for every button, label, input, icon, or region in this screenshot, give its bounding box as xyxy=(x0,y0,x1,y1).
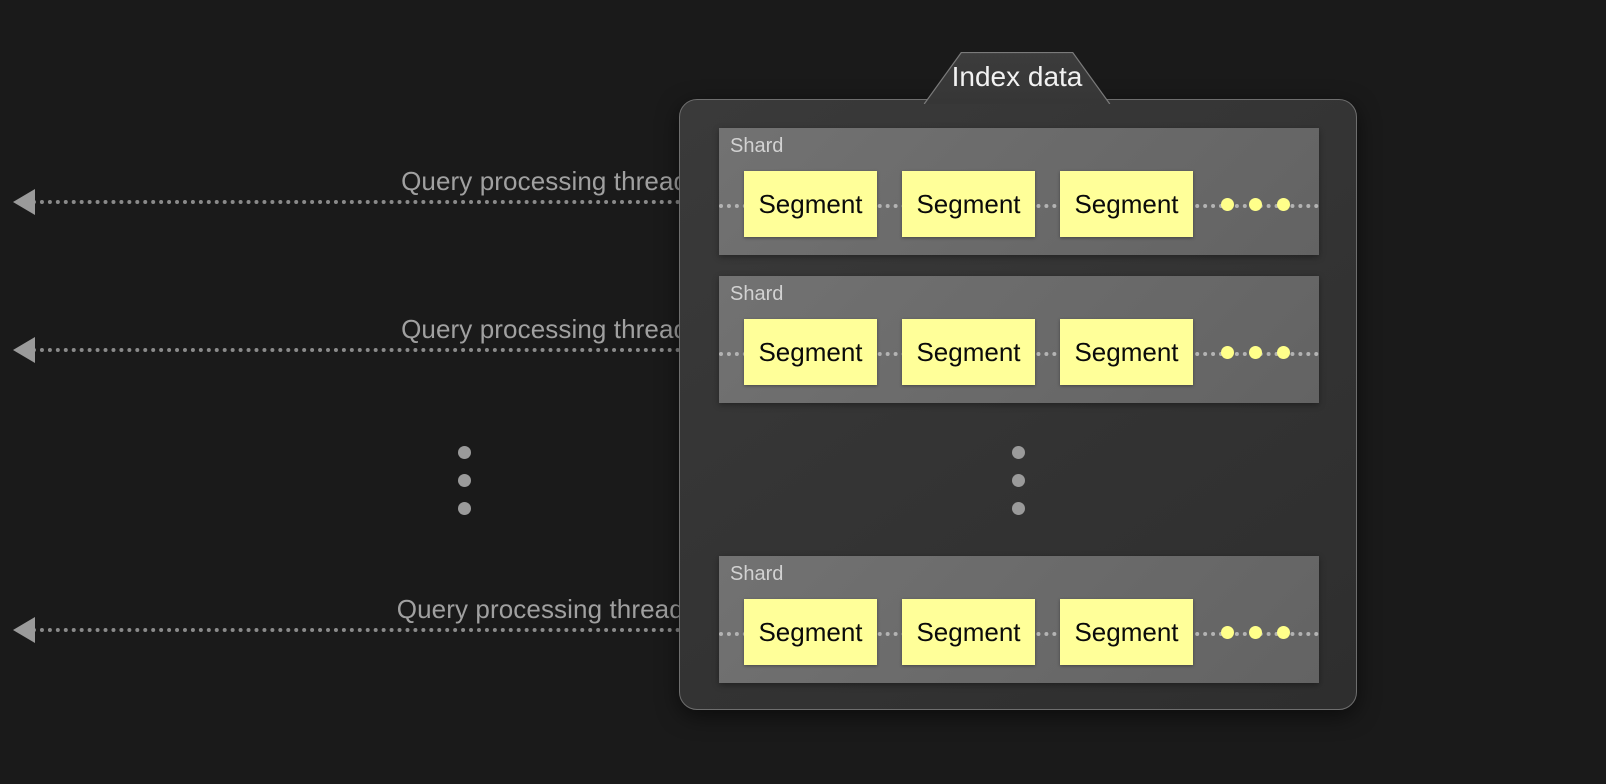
shard-n-segment-track: Segment Segment Segment xyxy=(719,599,1319,665)
ellipsis-dot xyxy=(458,502,471,515)
ellipsis-dot xyxy=(458,474,471,487)
ellipsis-dot xyxy=(1221,625,1234,639)
segment-box: Segment xyxy=(744,319,877,385)
segment-box: Segment xyxy=(1060,599,1193,665)
ellipsis-dot xyxy=(1011,474,1025,487)
shards-vertical-ellipsis-icon xyxy=(680,446,1356,515)
segment-box: Segment xyxy=(1060,319,1193,385)
segment-box: Segment xyxy=(902,319,1035,385)
index-data-container: Shard Segment Segment Segment Shard xyxy=(679,99,1357,710)
shard-label: Shard xyxy=(730,135,784,157)
query-thread-line-1 xyxy=(32,200,760,204)
query-thread-line-3 xyxy=(32,628,760,632)
ellipsis-dot xyxy=(1221,345,1234,359)
shard-2-segment-track: Segment Segment Segment xyxy=(719,319,1319,385)
arrow-left-icon xyxy=(13,337,35,363)
ellipsis-dot xyxy=(1277,345,1290,359)
query-thread-line-2 xyxy=(32,348,760,352)
shard-2: Shard Segment Segment Segment xyxy=(719,276,1319,403)
shard-label: Shard xyxy=(730,563,784,585)
query-thread-row-3: Query processing thread N xyxy=(0,580,760,650)
ellipsis-dot xyxy=(1011,446,1025,459)
ellipsis-dot xyxy=(1277,197,1290,211)
segment-box: Segment xyxy=(744,599,877,665)
ellipsis-dot xyxy=(1249,197,1262,211)
segment-horizontal-ellipsis-icon xyxy=(1221,625,1290,639)
query-thread-label-1: Query processing thread 1 xyxy=(401,166,710,196)
segment-box: Segment xyxy=(744,171,877,237)
shard-n: Shard Segment Segment Segment xyxy=(719,556,1319,683)
ellipsis-dot xyxy=(1277,625,1290,639)
query-thread-label-3: Query processing thread N xyxy=(396,594,710,624)
tab-outline-icon xyxy=(923,52,1111,104)
arrow-left-icon xyxy=(13,617,35,643)
shard-label: Shard xyxy=(730,283,784,305)
query-thread-row-1: Query processing thread 1 xyxy=(0,152,760,222)
segment-box: Segment xyxy=(902,171,1035,237)
segment-box: Segment xyxy=(902,599,1035,665)
shard-1-segment-track: Segment Segment Segment xyxy=(719,171,1319,237)
segment-horizontal-ellipsis-icon xyxy=(1221,345,1290,359)
query-thread-row-2: Query processing thread 1 xyxy=(0,300,760,370)
ellipsis-dot xyxy=(1011,502,1025,515)
segment-box: Segment xyxy=(1060,171,1193,237)
ellipsis-stack xyxy=(680,446,1356,515)
query-thread-label-2: Query processing thread 1 xyxy=(401,314,710,344)
ellipsis-dot xyxy=(1249,625,1262,639)
shard-1: Shard Segment Segment Segment xyxy=(719,128,1319,255)
threads-vertical-ellipsis-icon xyxy=(458,446,471,515)
ellipsis-dot xyxy=(1221,197,1234,211)
index-data-tab: Index data xyxy=(901,52,1133,104)
ellipsis-dot xyxy=(1249,345,1262,359)
ellipsis-dot xyxy=(458,446,471,459)
segment-horizontal-ellipsis-icon xyxy=(1221,197,1290,211)
index-data-title: Index data xyxy=(951,61,1083,92)
arrow-left-icon xyxy=(13,189,35,215)
